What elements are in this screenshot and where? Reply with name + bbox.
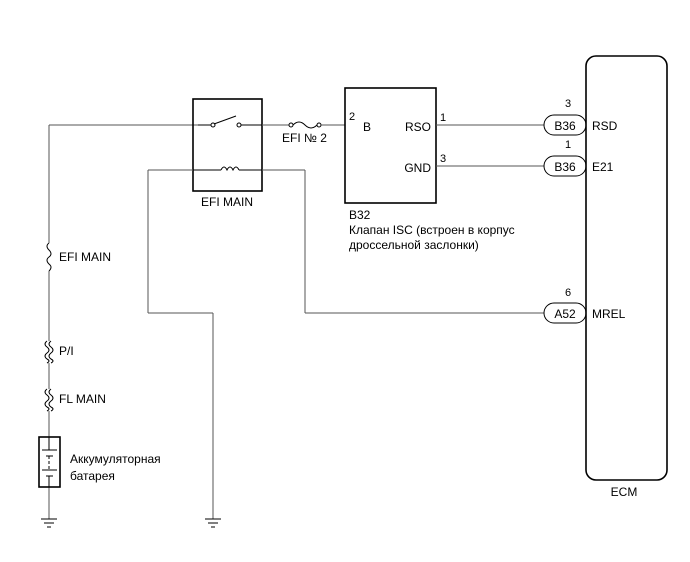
fl-main-fuse-icon bbox=[44, 388, 50, 412]
relay-coil-icon bbox=[220, 166, 240, 172]
pi-fuse-icon bbox=[44, 340, 50, 364]
relay-label: EFI MAIN bbox=[201, 195, 253, 209]
isc-pin-gnd-num: 3 bbox=[440, 153, 446, 165]
ecm-label: ECM bbox=[611, 485, 638, 499]
connector-rsd-pin: 3 bbox=[565, 98, 571, 110]
connector-mrel-pin: 6 bbox=[565, 287, 571, 299]
battery-icon bbox=[38, 436, 61, 488]
efi-main-relay: EFI MAIN bbox=[192, 98, 263, 209]
isc-desc-line2: дроссельной заслонки) bbox=[349, 238, 479, 252]
battery-label-line1: Аккумуляторная bbox=[70, 452, 161, 466]
ground-icon bbox=[41, 518, 57, 528]
isc-pin-rso-name: RSO bbox=[405, 120, 431, 134]
isc-pin-gnd-name: GND bbox=[404, 161, 431, 175]
connector-e21-terminal: E21 bbox=[592, 160, 614, 174]
connector-rsd-code: B36 bbox=[554, 119, 576, 133]
pi-fuse-label: P/I bbox=[59, 344, 74, 358]
efi2-fuse-label: EFI № 2 bbox=[282, 131, 327, 145]
connector-rsd-terminal: RSD bbox=[592, 119, 618, 133]
connector-mrel: 6 A52 MREL bbox=[543, 287, 626, 324]
efi-main-fuse-icon bbox=[46, 242, 52, 272]
efi-main-fuse-label: EFI MAIN bbox=[59, 250, 111, 264]
connector-rsd: 3 B36 RSD bbox=[543, 98, 618, 136]
fl-main-fuse-label: FL MAIN bbox=[59, 392, 106, 406]
isc-desc-line1: Клапан ISC (встроен в корпус bbox=[349, 223, 515, 237]
connector-e21-pin: 1 bbox=[565, 139, 571, 151]
relay-switch-icon bbox=[213, 115, 237, 125]
battery-label-line2: батарея bbox=[70, 469, 115, 483]
isc-valve: 2 B RSO GND 1 3 B32 Клапан ISC (встроен … bbox=[344, 87, 515, 252]
connector-e21-code: B36 bbox=[554, 160, 576, 174]
connector-mrel-terminal: MREL bbox=[592, 307, 626, 321]
supply-circuit: EFI MAIN P/I FL MAIN Аккумуляторная бата… bbox=[38, 124, 198, 528]
ecm-block: ECM bbox=[585, 55, 668, 499]
isc-pin-b-num: 2 bbox=[349, 111, 355, 123]
connector-mrel-code: A52 bbox=[554, 307, 576, 321]
isc-code: B32 bbox=[349, 208, 371, 222]
efi2-fuse-icon bbox=[288, 121, 322, 129]
relay-ground-icon bbox=[205, 518, 221, 528]
isc-pin-b-name: B bbox=[363, 120, 371, 134]
isc-pin-rso-num: 1 bbox=[440, 112, 446, 124]
connector-e21: 1 B36 E21 bbox=[543, 139, 614, 177]
